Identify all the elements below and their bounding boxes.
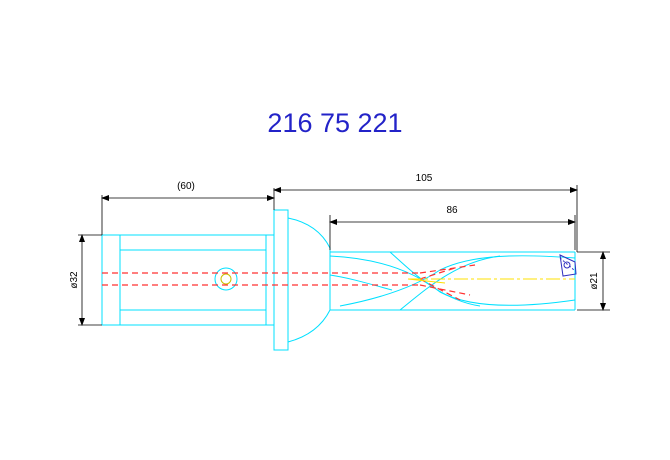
- part-number-title: 216 75 221: [267, 108, 403, 138]
- clamp-screw-outer: [214, 267, 238, 291]
- flange: [273, 209, 331, 351]
- shank-body: [101, 234, 275, 326]
- dim-label-overall-length: 105: [416, 173, 433, 184]
- flute-curve-3: [389, 251, 481, 307]
- clamp-screw-inner: [220, 273, 232, 285]
- dim-label-shank-diameter: ø32: [69, 271, 80, 289]
- dim-label-drill-diameter: ø21: [589, 272, 600, 290]
- dim-label-shank-length: (60): [177, 181, 195, 192]
- clamping-screw: [214, 267, 238, 291]
- dimensions: [78, 185, 610, 326]
- centerline-stub: [407, 278, 446, 284]
- insert-upper: [559, 254, 577, 277]
- flange-plate: [273, 209, 289, 351]
- coolant-branch-4: [419, 267, 456, 280]
- centerline: [407, 278, 575, 284]
- shank-collar-band: [265, 234, 275, 326]
- insert-hatch: [559, 257, 575, 271]
- coolant-branch-3: [419, 278, 461, 301]
- flange-neck: [287, 217, 331, 343]
- flute-curve-4: [399, 255, 501, 311]
- drill-body: [329, 251, 576, 311]
- insert-screw: [563, 261, 571, 269]
- dim-label-flute-length: 86: [446, 205, 458, 216]
- insert: [559, 254, 577, 277]
- flute-curve-5: [329, 274, 393, 291]
- coolant-channels: [102, 264, 476, 301]
- coolant-branch-2: [419, 284, 471, 296]
- shank: [101, 234, 275, 326]
- shank-end-band: [101, 234, 121, 326]
